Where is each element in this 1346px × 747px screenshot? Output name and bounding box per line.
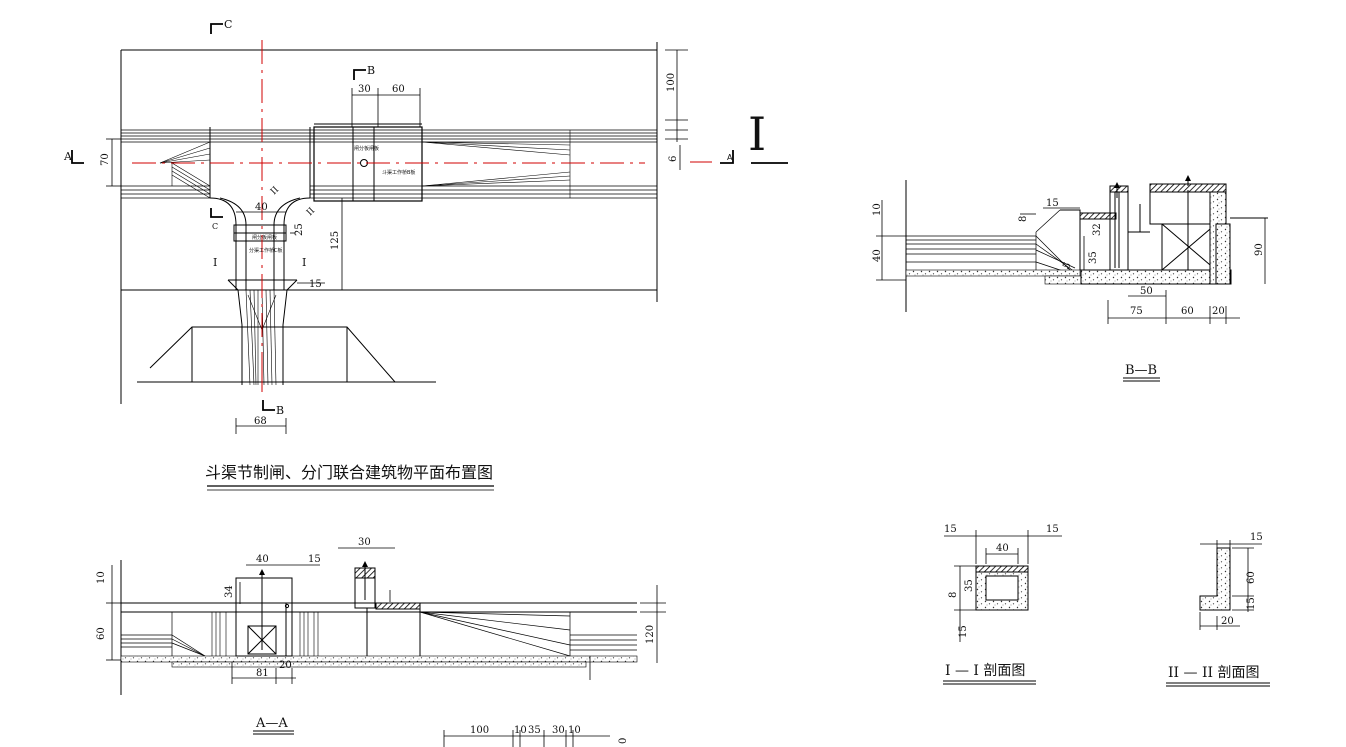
section-mark-two-right: II: [305, 206, 317, 218]
plan-dimensions: [106, 49, 688, 434]
section-mark-a-left: A: [63, 150, 73, 163]
dimension-label: 15: [309, 279, 322, 290]
dimension-label: 30: [358, 84, 371, 95]
dimension-label: 15: [1250, 532, 1263, 543]
dimension-label: 75: [1130, 306, 1143, 317]
dimension-label: 35: [964, 579, 975, 592]
dimension-label: 8: [1018, 216, 1029, 222]
section-aa-title: A—A: [255, 716, 288, 731]
dimension-label: 90: [1254, 243, 1265, 256]
plan-title: 斗渠节制闸、分门联合建筑物平面布置图: [205, 463, 493, 482]
section-2-2-dims: [1199, 540, 1262, 630]
section-aa-dim-text: 40 15 30 10 60 34 81 20 120 100 10 35 30…: [96, 537, 656, 744]
dimension-label: 20: [1221, 616, 1234, 627]
dimension-label: 10: [568, 725, 581, 736]
section-2-2-dim-text: 15 60 15 20: [1221, 532, 1263, 627]
section-bb-dims: [876, 200, 1266, 324]
section-1-1-dims: [944, 530, 1062, 642]
section-mark-b-bottom: B: [276, 404, 284, 417]
dimension-label: 20: [1212, 306, 1225, 317]
dimension-label: 15: [1246, 597, 1257, 610]
dimension-label: 10: [872, 203, 883, 216]
section-aa: [120, 560, 638, 695]
dimension-label: 60: [1246, 571, 1257, 584]
section-bb-dim-text: 10 40 8 15 5 35 32 50 75 60 20 90: [872, 198, 1265, 317]
dimension-label: 68: [254, 416, 267, 427]
dimension-label: 40: [872, 249, 883, 262]
dimension-label: 40: [256, 554, 269, 565]
dimension-label: 30: [552, 725, 565, 736]
dimension-label: 34: [224, 585, 235, 598]
dimension-label: 15: [308, 554, 321, 565]
dimension-label: 40: [996, 543, 1009, 554]
dimension-label: 60: [1181, 306, 1194, 317]
section-mark-one-right: I: [302, 256, 306, 269]
dimension-label: 100: [666, 73, 677, 92]
plan-view: [120, 40, 712, 404]
dimension-label: 0: [618, 738, 629, 744]
plan-notes: 闸分板闸板 斗渠工作桥B板 闸分板闸板 分渠工作桥C板: [249, 145, 415, 254]
dimension-label: 50: [1140, 286, 1153, 297]
section-mark-b-top: B: [367, 64, 375, 77]
detail-roman-one: I: [748, 107, 766, 161]
dimension-label: 10: [514, 725, 527, 736]
section-mark-one-left: I: [213, 256, 217, 269]
plan-labels: C B A A C B I I II II: [63, 18, 733, 417]
dimension-label: 6: [668, 156, 679, 162]
dimension-label: 闸分板闸板: [252, 234, 277, 241]
dimension-label: 5: [1061, 260, 1074, 271]
dimension-label: 120: [645, 625, 656, 644]
dimension-label: 32: [1092, 223, 1103, 236]
section-mark-two-left: II: [269, 185, 281, 197]
dimension-label: 25: [294, 223, 305, 236]
dimension-label: 35: [528, 725, 541, 736]
section-1-1-dim-text: 15 15 40 8 35 15: [944, 524, 1059, 638]
dimension-label: 15: [958, 625, 969, 638]
dimension-label: 60: [96, 627, 107, 640]
section-mark-a-right: A: [727, 153, 733, 162]
section-1-1: [975, 565, 1029, 611]
section-mark-c-top: C: [224, 18, 232, 31]
dimension-label: 40: [255, 202, 268, 213]
section-2-2: [1199, 547, 1231, 611]
dimension-label: 15: [944, 524, 957, 535]
section-marks: [71, 23, 788, 411]
dimension-label: 闸分板闸板: [354, 145, 379, 152]
dimension-label: 20: [279, 660, 292, 671]
section-bb-title: B—B: [1125, 363, 1157, 378]
section-mark-c-bottom: C: [212, 222, 218, 231]
dimension-label: 15: [1046, 524, 1059, 535]
dimension-label: 10: [96, 571, 107, 584]
dimension-label: 30: [358, 537, 371, 548]
dimension-label: 15: [1046, 198, 1059, 209]
dimension-label: 斗渠工作桥B板: [382, 169, 415, 176]
section-2-2-title: II — II 剖面图: [1168, 665, 1259, 681]
plan-dim-text: 30 60 100 70 6 40 25 125 15 68: [100, 73, 679, 427]
section-aa-dims: [106, 547, 666, 747]
section-1-1-title: I — I 剖面图: [945, 663, 1025, 679]
dimension-label: 8: [948, 592, 959, 598]
dimension-label: 35: [1088, 251, 1099, 264]
section-bb: [905, 175, 1268, 312]
dimension-label: 81: [256, 668, 269, 679]
dimension-label: 60: [392, 84, 405, 95]
dimension-label: 分渠工作桥C板: [249, 247, 283, 254]
dimension-label: 100: [470, 725, 489, 736]
dimension-label: 70: [100, 153, 111, 166]
dimension-label: 125: [330, 231, 341, 250]
